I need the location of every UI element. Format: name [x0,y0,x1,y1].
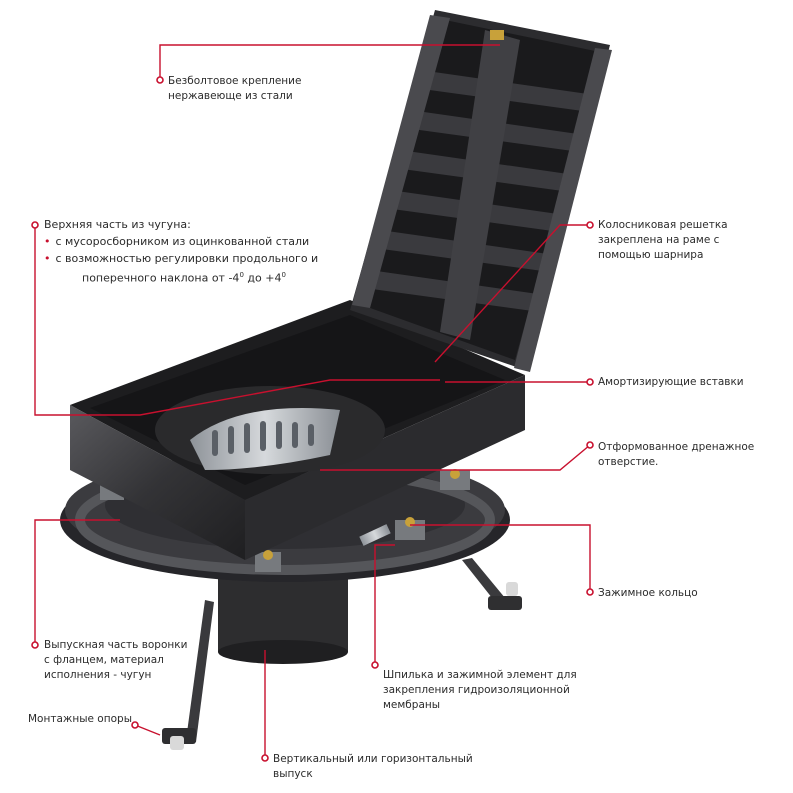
debris-basket [190,408,340,470]
bullet-icon: • [44,252,51,265]
label-line: поперечного наклона от -4 [82,271,240,285]
label-line: мембраны [383,699,441,711]
leader-grate [434,224,590,363]
leader-bolt [159,44,500,80]
bullet-item: • с возможностью регулировки продольного … [44,250,318,267]
label-line: Амортизирующие вставки [598,376,744,388]
bullet-item: • с мусоросборником из оцинкованной стали [44,233,318,250]
label-top-part: Верхняя часть из чугуна: • с мусоросборни… [44,216,318,287]
label-line: отверстие. [598,456,659,468]
label-line: Зажимное кольцо [598,587,698,599]
degree-mark: 0 [239,271,244,279]
label-line: Отформованное дренажное [598,441,755,453]
label-line: Выпускная часть воронки [44,639,188,651]
label-line: Монтажные опоры [28,713,132,725]
label-line: Шпилька и зажимной элемент для [383,669,577,681]
label-line: Верхняя часть из чугуна: [44,218,191,231]
label-boltless-fixing: Безболтовое крепление нержавеюще из стал… [168,74,301,104]
bullet-icon: • [44,235,51,248]
label-line: Вертикальный или горизонтальный [273,753,473,765]
label-stud-clamp: Шпилька и зажимной элемент для закреплен… [383,668,577,713]
leader-pins [31,76,594,762]
hinged-grate [350,10,612,372]
label-line: Безболтовое крепление [168,75,302,87]
label-spigot: Вертикальный или горизонтальный выпуск [273,752,473,782]
label-clamp-ring: Зажимное кольцо [598,586,698,601]
label-line: выпуск [273,768,313,780]
leader-stud [374,544,395,665]
label-slope-range: поперечного наклона от -40 до +40 [44,267,318,287]
label-line: с мусоросборником из оцинкованной стали [55,235,310,248]
label-shock-absorbers: Амортизирующие вставки [598,375,744,390]
leader-lines [34,44,591,758]
label-line: закреплена на раме с [598,234,720,246]
label-line: до +4 [243,271,282,285]
degree-mark: 0 [281,271,286,279]
label-line: с фланцем, материал [44,654,164,666]
label-line: исполнения - чугун [44,669,152,681]
label-grate: Колосниковая решетка закреплена на раме … [598,218,728,263]
label-line: помощью шарнира [598,249,704,261]
label-outlet-part: Выпускная часть воронки с фланцем, матер… [44,638,187,683]
leader-top-part [34,225,440,416]
label-line: Колосниковая решетка [598,219,728,231]
label-mounting-supports: Монтажные опоры [28,712,132,727]
mounting-support-legs [162,558,522,750]
leader-supports [134,724,161,736]
leader-outlet-part [34,519,120,645]
label-line: закрепления гидроизоляционной [383,684,570,696]
label-line: с возможностью регулировки продольного и [55,252,319,265]
label-drain-hole: Отформованное дренажное отверстие. [598,440,754,470]
leader-drain [320,444,591,471]
leader-clamp-ring [410,524,591,592]
label-line: нержавеюще из стали [168,90,293,102]
